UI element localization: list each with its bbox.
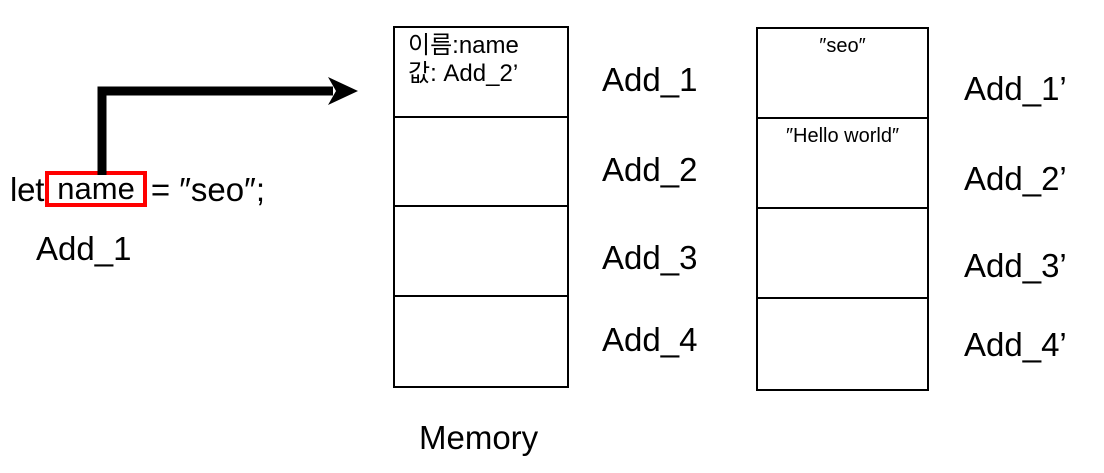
address-label-add-1-prime: Add_1’	[964, 70, 1067, 107]
address-label-add-3-prime: Add_3’	[964, 247, 1067, 284]
memory-cell-1-line1: 이름:name	[408, 32, 519, 59]
code-statement: let name = ″seo″;	[10, 166, 265, 212]
address-label-add-2: Add_2	[602, 151, 698, 188]
memory-cell-2-prime-value: ″Hello world″	[785, 125, 900, 147]
memory-cell-add-3-prime	[758, 209, 927, 299]
memory-cell-add-1-prime: ″seo″	[758, 29, 927, 119]
memory-column-secondary: ″seo″ ″Hello world″	[756, 27, 929, 391]
memory-caption: Memory	[419, 419, 539, 456]
memory-cell-add-3	[395, 207, 567, 297]
code-keyword-let: let	[10, 170, 45, 208]
memory-cell-add-4	[395, 297, 567, 387]
variable-name-label: name	[57, 171, 135, 206]
variable-name-highlight-box: name	[45, 171, 147, 207]
memory-cell-1-line2: 값: Add_2’	[408, 60, 519, 88]
pointer-arrow-icon	[97, 77, 358, 175]
memory-cell-add-4-prime	[758, 299, 927, 389]
memory-cell-add-2	[395, 118, 567, 207]
address-label-add-4: Add_4	[602, 321, 698, 358]
address-label-add-1: Add_1	[602, 61, 698, 98]
address-label-add-2-prime: Add_2’	[964, 160, 1067, 197]
address-label-add-4-prime: Add_4’	[964, 326, 1067, 363]
memory-cell-add-2-prime: ″Hello world″	[758, 119, 927, 209]
variable-address-label: Add_1	[36, 230, 132, 267]
address-label-add-3: Add_3	[602, 239, 698, 276]
code-assignment-tail: = ″seo″;	[150, 170, 265, 208]
memory-cell-1-prime-value: ″seo″	[819, 35, 866, 57]
